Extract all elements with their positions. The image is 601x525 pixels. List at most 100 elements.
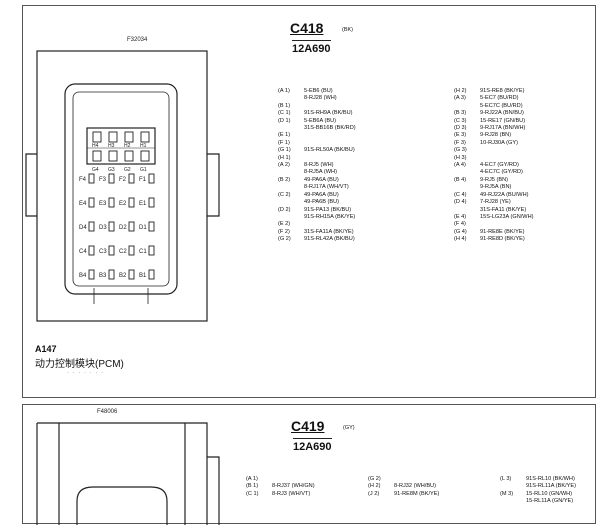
cavity bbox=[148, 245, 155, 256]
pin-number: (A 4) bbox=[454, 162, 466, 169]
circuit-label: 91S-RL10 (BK/WH) bbox=[526, 476, 575, 482]
pin-circuits: 31S-FA11A (BK/YE) bbox=[304, 229, 354, 236]
cavity bbox=[108, 245, 115, 256]
pin-circuits: 5-EB6 (BU)8-RJ28 (WH) bbox=[304, 88, 337, 103]
pin-circuits bbox=[304, 132, 306, 139]
pin-number: (A 2) bbox=[278, 162, 290, 169]
pin-number: (C 2) bbox=[278, 191, 291, 198]
circuit-label: 9-RJ5 (BN) bbox=[480, 176, 508, 183]
cavity bbox=[88, 173, 95, 184]
pin-circuits: 5-EC7 (BU/RD)5-EC7C (BU/RD) bbox=[480, 95, 523, 110]
circuit-label: 49-PA6A (BU) bbox=[304, 176, 339, 183]
cavity-label: C4 bbox=[79, 249, 87, 255]
pin-number: (A 1) bbox=[246, 476, 258, 482]
cavity-label: D1 bbox=[139, 225, 147, 231]
circuit-label: 5-EB6 (BU) bbox=[304, 88, 333, 94]
circuit-label: 91-RE8M (BK/YE) bbox=[394, 490, 440, 497]
pin-circuits: 8-RJ3 (WH/VT) bbox=[272, 491, 310, 498]
pin-circuits: 49-PA6A (BU)49-PA6B (BU) bbox=[304, 192, 339, 207]
cavity bbox=[148, 221, 155, 232]
pin-row: (C 4)49-RJ22A (BU/WH) bbox=[454, 192, 533, 199]
pin-number: (H 2) bbox=[454, 88, 467, 94]
pin-circuits: 8-RJ37 (WH/GN) bbox=[272, 483, 315, 490]
pin-number: (E 3) bbox=[454, 132, 467, 139]
circuit-label: 91S-RL42A (BK/BU) bbox=[304, 236, 355, 243]
circuit-label: 15-RE17 (GN/BU) bbox=[480, 117, 526, 124]
pin-circuits: 7-RJ28 (YE)31S-FA11 (BK/YE) bbox=[480, 199, 526, 214]
pin-row: (G 4)91-RE8E (BK/YE) bbox=[454, 229, 533, 236]
cavity bbox=[128, 197, 135, 208]
circuit-label: 49-PA6B (BU) bbox=[304, 199, 340, 206]
cavity-label: B3 bbox=[99, 273, 107, 279]
circuit-label: 8-RJ28 (WH) bbox=[304, 95, 337, 102]
pin-circuits: 91S-RL42A (BK/BU) bbox=[304, 236, 355, 243]
circuit-label: 4-EC7C (GY/RD) bbox=[480, 169, 523, 176]
pin-number: (B 3) bbox=[454, 110, 467, 117]
pin-row: (C 1)8-RJ3 (WH/VT) bbox=[246, 491, 315, 498]
pin-row: (H 4)91-RE8D (BK/YE) bbox=[454, 236, 533, 243]
pin-number: (B 4) bbox=[454, 176, 467, 183]
pin-row: (B 4) 9-RJ5 (BN)9-RJ5A (BN) bbox=[454, 177, 533, 192]
circuit-label: 49-PA6A (BU) bbox=[304, 191, 339, 198]
pin-circuits: 9-RJ5 (BN)9-RJ5A (BN) bbox=[480, 177, 511, 192]
pin-row: (D 1)5-EB6A (BU)31S-BB16B (BK/RD) bbox=[278, 118, 356, 133]
cavity bbox=[128, 245, 135, 256]
pin-number: (C 4) bbox=[454, 191, 467, 198]
pin-circuits: 91-RE8M (BK/YE) bbox=[394, 491, 439, 498]
pin-number: (D 4) bbox=[454, 199, 467, 206]
pin-circuits: 8-RJ32 (WH/BU) bbox=[394, 483, 436, 490]
pin-number: (F 3) bbox=[454, 139, 466, 146]
circuit-label: 8-RJ5A (WH) bbox=[304, 169, 337, 176]
cavity bbox=[128, 173, 135, 184]
pin-number: (B 1) bbox=[246, 483, 259, 490]
cavity-label: C1 bbox=[139, 249, 147, 255]
pin-circuits: 9-RJ28 (BN) bbox=[480, 132, 511, 139]
cavity-label: C3 bbox=[99, 249, 107, 255]
cavity bbox=[108, 221, 115, 232]
pin-circuits bbox=[480, 155, 482, 162]
pin-number: (F 4) bbox=[454, 221, 466, 228]
pin-circuits: 49-PA6A (BU)8-RJ17A (WH/VT) bbox=[304, 177, 349, 192]
cavity bbox=[88, 197, 95, 208]
connector-color: (GY) bbox=[343, 425, 355, 431]
pin-number: (M 3) bbox=[500, 490, 514, 497]
pin-number: (L 3) bbox=[500, 476, 512, 482]
pin-number: (D 1) bbox=[278, 117, 291, 124]
cavity-label: G2 bbox=[124, 167, 131, 173]
pin-circuits: 8-RJ5 (WH)8-RJ5A (WH) bbox=[304, 162, 337, 177]
pin-number: (F 1) bbox=[278, 139, 290, 146]
pin-row: (E 2) bbox=[278, 221, 356, 228]
cavity bbox=[88, 221, 95, 232]
pin-number: (G 2) bbox=[368, 476, 381, 482]
circuit-label: 31S-FA11 (BK/YE) bbox=[480, 206, 527, 213]
pin-number: (G 3) bbox=[454, 147, 467, 154]
pin-number: (A 1) bbox=[278, 88, 290, 94]
circuit-label: 91S-RH15A (BK/YE) bbox=[304, 213, 356, 220]
pin-number: (H 3) bbox=[454, 154, 467, 161]
pin-number: (D 3) bbox=[454, 125, 467, 132]
pin-row: (C 2) 49-PA6A (BU)49-PA6B (BU) bbox=[278, 192, 356, 207]
pin-circuits bbox=[304, 221, 306, 228]
cavity-label: H4 bbox=[92, 143, 99, 149]
cavity bbox=[108, 131, 118, 143]
cavity-label: F1 bbox=[139, 177, 147, 183]
circuit-label: 9-RJ5A (BN) bbox=[480, 184, 512, 191]
pin-number: (J 2) bbox=[368, 490, 380, 497]
cavity-label: D4 bbox=[79, 225, 87, 231]
circuit-label: 91-RE8D (BK/YE) bbox=[480, 236, 525, 243]
pin-circuits bbox=[480, 147, 482, 154]
pin-circuits: 10-RJ30A (GY) bbox=[480, 140, 518, 147]
connector-name: C419 bbox=[291, 418, 325, 434]
cavity-label: H2 bbox=[124, 143, 131, 149]
cavity-label: B2 bbox=[119, 273, 127, 279]
cavity bbox=[92, 131, 102, 143]
pin-row: (E 1) bbox=[278, 132, 356, 139]
pin-circuits bbox=[272, 476, 274, 483]
circuit-label: 15S-LG23A (GN/WH) bbox=[480, 213, 534, 220]
cavity bbox=[124, 131, 134, 143]
circuit-label: 9-RJ17A (BN/WH) bbox=[480, 125, 526, 132]
circuit-label: 9-RJ28 (BN) bbox=[480, 132, 512, 139]
circuit-label: 91-RE8E (BK/YE) bbox=[480, 228, 525, 235]
pin-circuits: 91S-RH9A (BK/BU) bbox=[304, 110, 353, 117]
